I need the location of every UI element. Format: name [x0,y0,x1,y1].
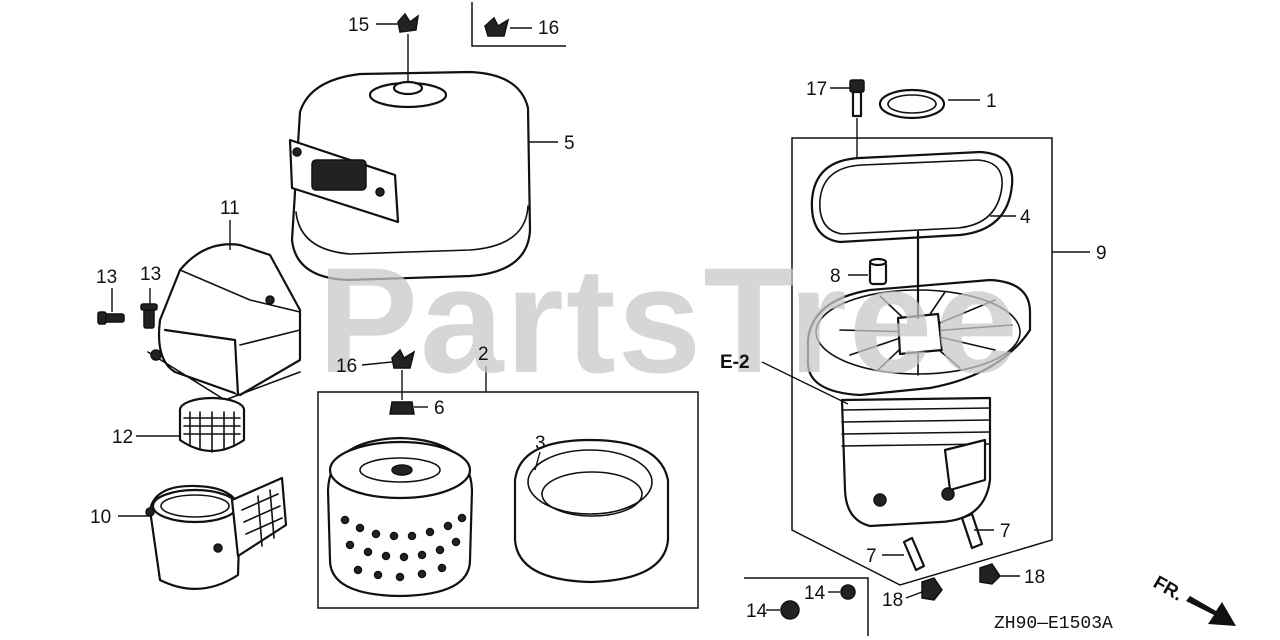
inset-frame-bottom [744,577,869,636]
grommet-6[interactable] [389,401,415,415]
nut-14-small[interactable] [840,584,856,600]
callout-7-upper: 7 [1000,521,1011,542]
air-cleaner-cover[interactable] [288,70,532,282]
nut-14-large[interactable] [780,600,800,620]
callout-2: 2 [478,344,489,365]
gasket[interactable] [810,150,1014,244]
callout-18-left: 18 [882,590,903,611]
wing-nut-16-inset[interactable] [484,16,510,37]
callout-14-lower: 14 [746,601,768,622]
callout-17: 17 [806,79,827,100]
seal-ring[interactable] [878,88,946,120]
callout-7-lower: 7 [866,546,877,567]
callout-11: 11 [220,198,240,219]
flange-nut-18-right[interactable] [979,563,1001,585]
callout-13-left: 13 [96,267,117,288]
bolt-17[interactable] [849,79,865,118]
callout-16-mid: 16 [336,356,357,377]
front-marker-label: FR. [1150,572,1187,605]
breather-tube-lower[interactable] [902,536,926,572]
air-cleaner-elbow[interactable] [145,476,288,590]
watermark: PartsTree [318,236,1020,404]
callout-15: 15 [348,15,369,36]
collar[interactable] [868,257,888,286]
front-direction-marker: FR. [1150,572,1236,626]
diagram-code: ZH90—E1503A [994,614,1113,634]
callouts: 15 16 5 17 1 4 9 8 E-2 11 13 13 2 16 6 1… [90,15,1107,622]
group-9-frame [791,137,1053,586]
bolt-13-left[interactable] [97,311,125,325]
callout-12: 12 [112,427,133,448]
callout-13-right: 13 [140,264,161,285]
callout-4: 4 [1020,207,1031,228]
inset-frame-top [471,2,566,47]
foam-element[interactable] [513,438,670,584]
callout-16-top: 16 [538,18,559,39]
air-cleaner-case[interactable] [806,230,1032,528]
callout-6: 6 [434,398,445,419]
callout-10: 10 [90,507,111,528]
callout-18-right: 18 [1024,567,1045,588]
reference-marker: E-2 [720,352,750,373]
paper-filter-element[interactable] [326,436,474,598]
callout-9: 9 [1096,243,1107,264]
group-2-frame [317,391,699,609]
leader-lines [111,23,1090,611]
callout-8: 8 [830,266,841,287]
breather-tube-upper[interactable] [960,512,984,550]
wing-nut-15[interactable] [397,12,419,33]
callout-1: 1 [986,91,997,112]
callout-14-upper: 14 [804,583,826,604]
front-arrow-icon [1186,596,1236,626]
bolt-13-right[interactable] [140,303,158,329]
elbow-cover[interactable] [147,243,302,401]
screen-filter[interactable] [178,396,246,453]
callout-5: 5 [564,133,575,154]
flange-nut-18-left[interactable] [921,577,943,601]
wing-nut-16[interactable] [391,348,416,369]
callout-3: 3 [535,433,546,454]
